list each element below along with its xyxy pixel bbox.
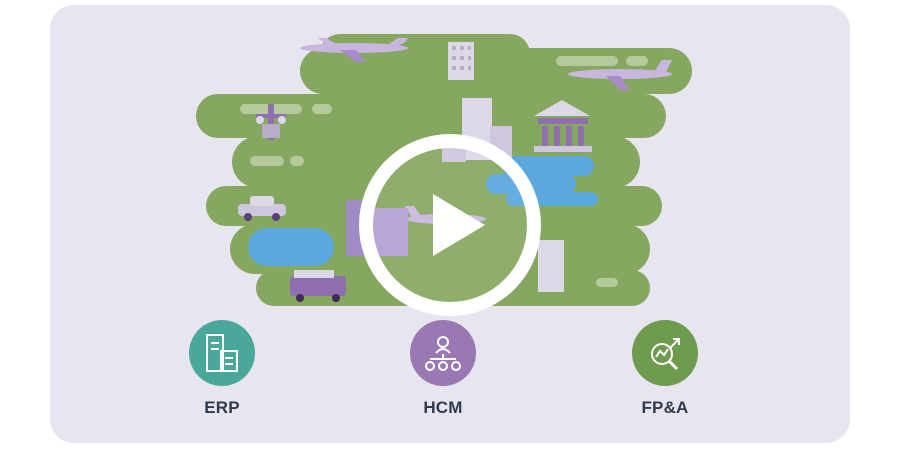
airplane-icon — [300, 38, 408, 62]
module-hcm[interactable]: HCM — [383, 320, 503, 418]
play-button[interactable] — [353, 128, 547, 322]
car-icon — [238, 196, 286, 221]
fire-truck-icon — [290, 270, 346, 302]
module-label: ERP — [204, 398, 240, 417]
airplane-icon — [568, 60, 672, 90]
org-chart-icon — [410, 320, 476, 386]
building-icon — [448, 42, 474, 80]
buildings-icon — [189, 320, 255, 386]
bank-icon — [534, 100, 592, 152]
module-fpa[interactable]: FP&A — [605, 320, 725, 418]
play-icon — [433, 194, 485, 256]
building-icon — [538, 240, 564, 292]
courthouse-scales-icon — [256, 104, 286, 140]
module-label: FP&A — [641, 398, 689, 417]
module-label: HCM — [423, 398, 463, 417]
analytics-magnifier-icon — [632, 320, 698, 386]
module-erp[interactable]: ERP — [162, 320, 282, 418]
